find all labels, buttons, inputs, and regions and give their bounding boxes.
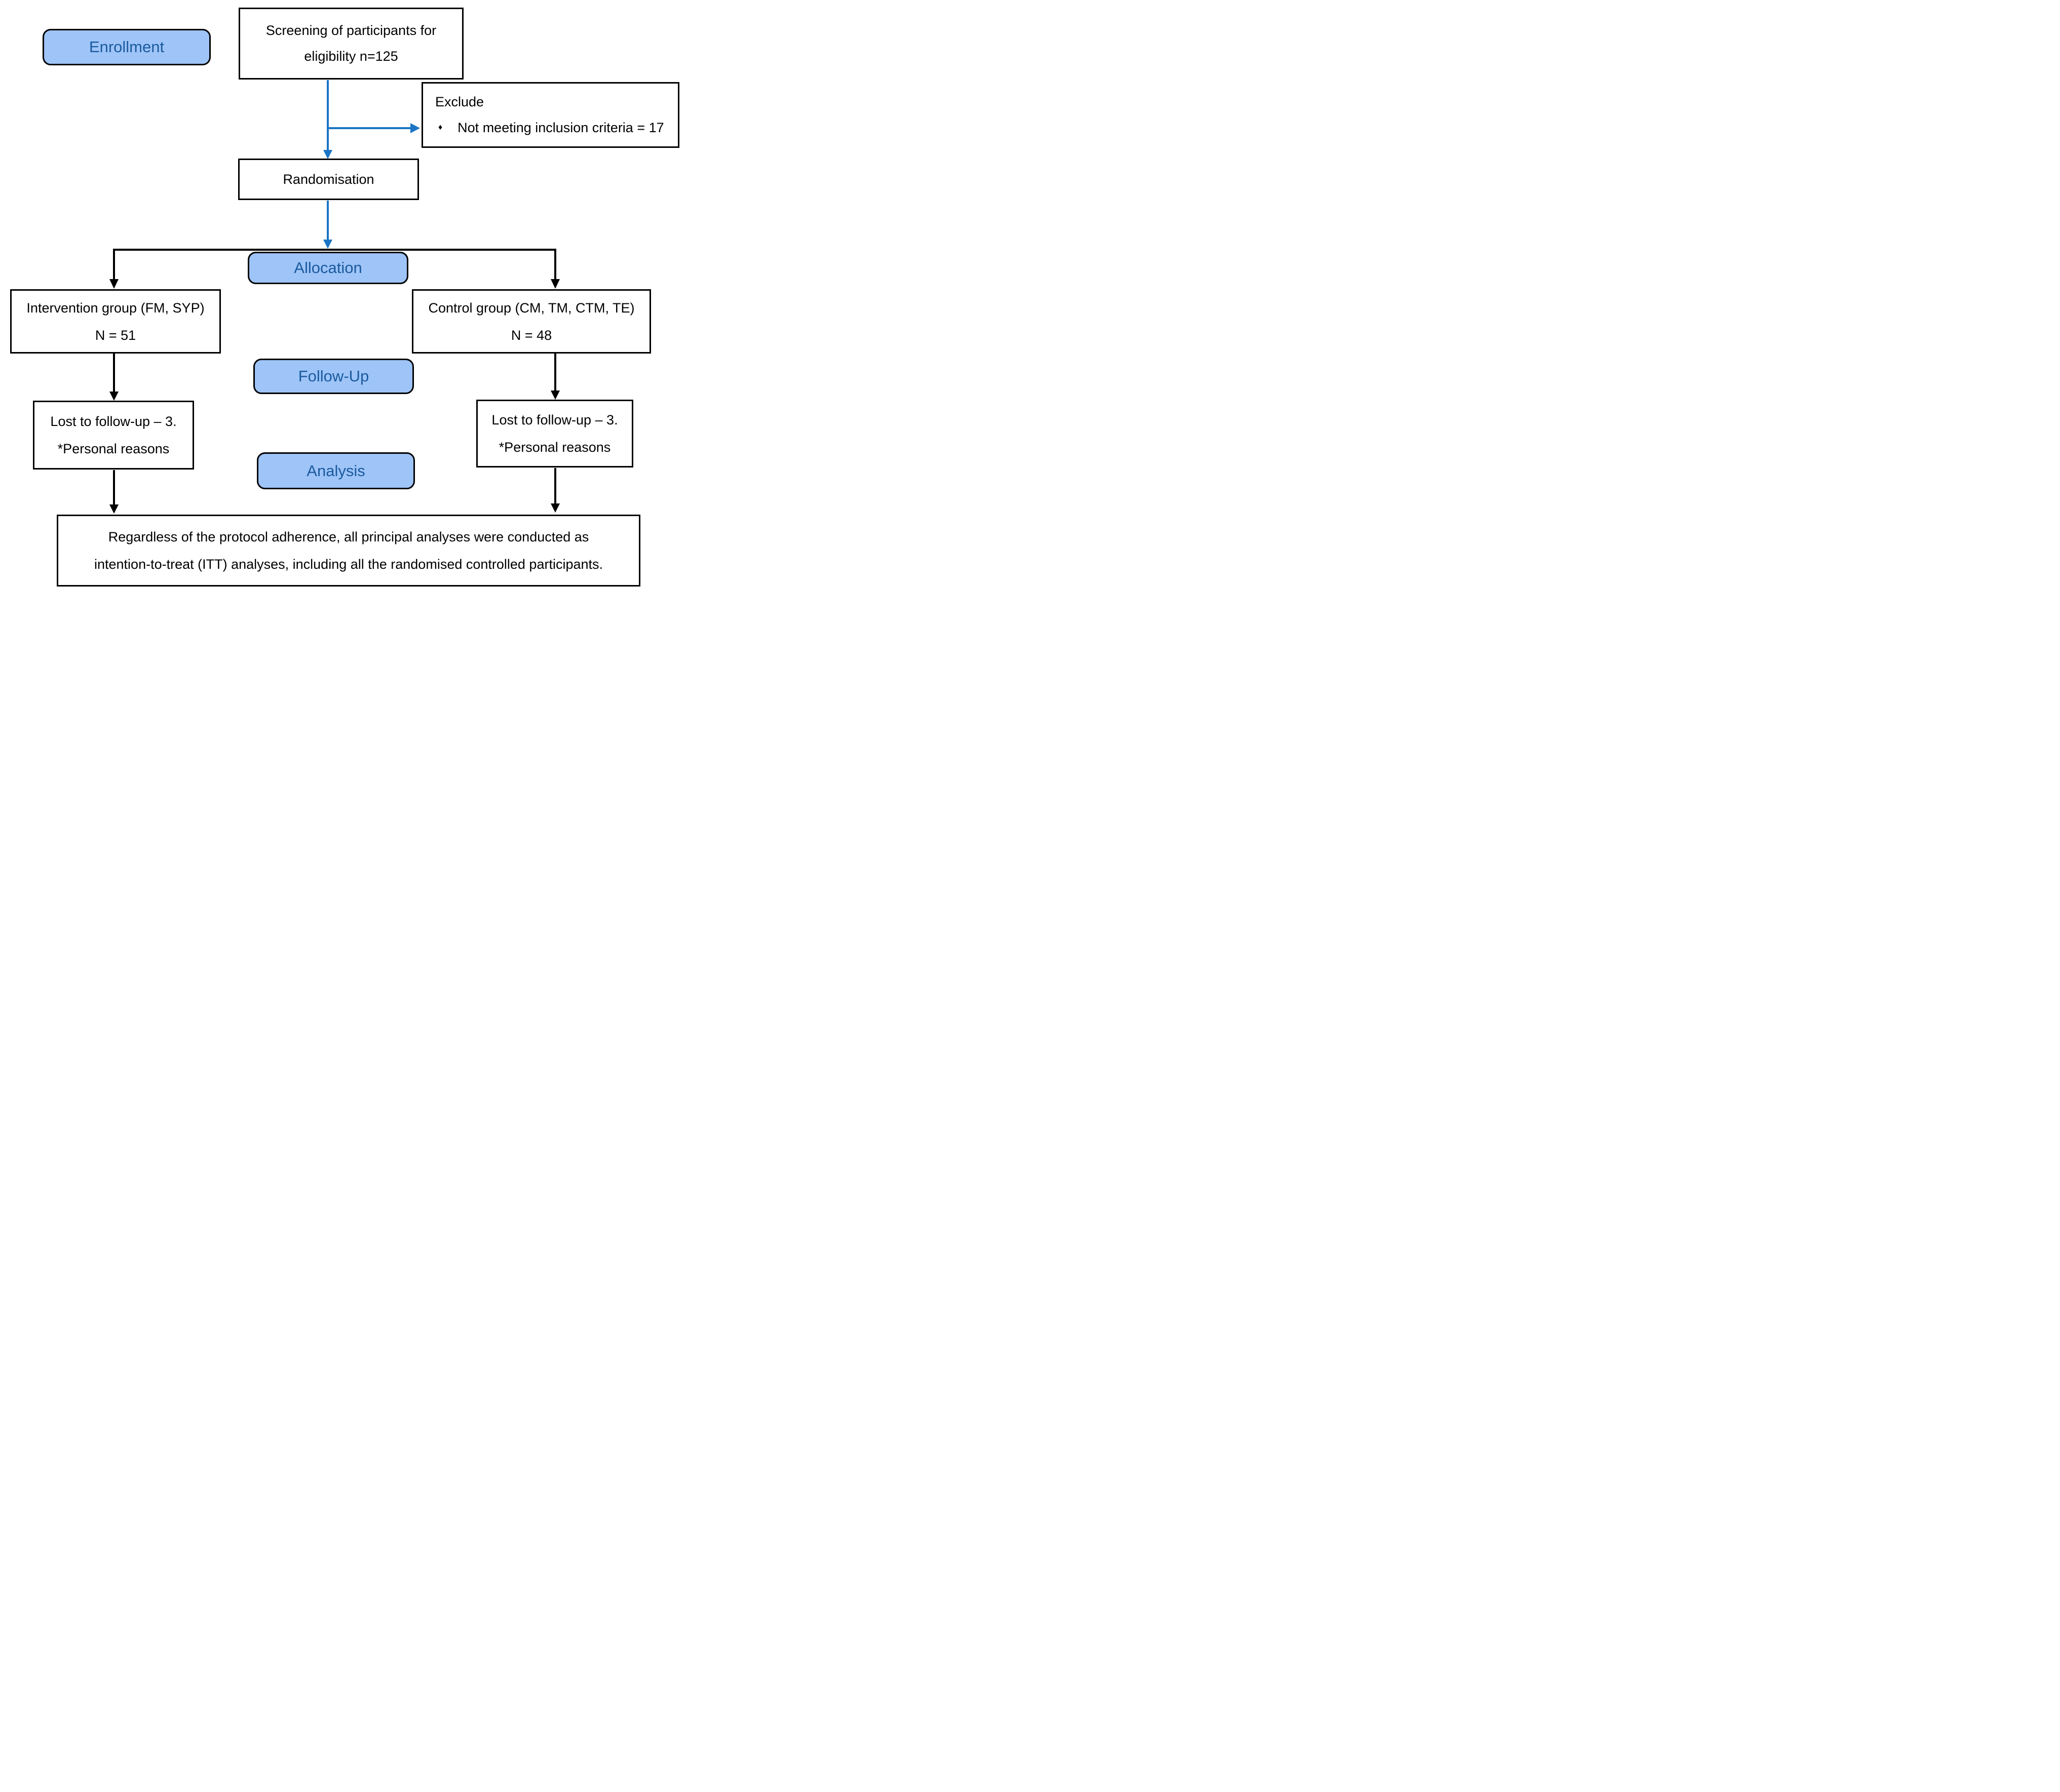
lost-followup-left-box: Lost to follow-up – 3. *Personal reasons bbox=[33, 401, 194, 470]
stage-allocation: Allocation bbox=[248, 252, 408, 284]
lost-followup-right-box: Lost to follow-up – 3. *Personal reasons bbox=[476, 400, 633, 468]
arrow-control-to-lost-right bbox=[551, 354, 560, 400]
intervention-group-box: Intervention group (FM, SYP) N = 51 bbox=[10, 289, 221, 354]
stage-allocation-label: Allocation bbox=[294, 259, 362, 277]
itt-analysis-box: Regardless of the protocol adherence, al… bbox=[57, 515, 640, 587]
stage-enrollment-label: Enrollment bbox=[89, 38, 165, 56]
exclude-title: Exclude bbox=[435, 94, 484, 109]
consort-flow-diagram: Enrollment Allocation Follow-Up Analysis… bbox=[0, 0, 687, 598]
lost-left-line2: *Personal reasons bbox=[57, 441, 170, 456]
lost-right-line2: *Personal reasons bbox=[499, 440, 611, 455]
control-line1: Control group (CM, TM, CTM, TE) bbox=[428, 300, 635, 316]
diamond-bullet-icon: ♦ bbox=[438, 123, 443, 132]
randomisation-box: Randomisation bbox=[238, 159, 419, 200]
intervention-line1: Intervention group (FM, SYP) bbox=[26, 300, 205, 316]
intervention-n: N = 51 bbox=[95, 327, 136, 343]
arrow-lost-right-to-itt bbox=[551, 468, 560, 513]
arrow-branch-to-intervention bbox=[109, 249, 119, 289]
stage-followup-label: Follow-Up bbox=[298, 367, 369, 385]
itt-line1: Regardless of the protocol adherence, al… bbox=[108, 529, 589, 544]
screening-line2: eligibility n=125 bbox=[304, 49, 398, 64]
arrow-branch-to-control bbox=[551, 249, 560, 289]
stage-analysis: Analysis bbox=[257, 452, 415, 489]
stage-enrollment: Enrollment bbox=[43, 29, 211, 65]
control-n: N = 48 bbox=[511, 327, 552, 343]
arrow-lost-left-to-itt bbox=[109, 470, 119, 514]
arrow-randomisation-to-allocation bbox=[323, 201, 332, 249]
stage-followup: Follow-Up bbox=[253, 359, 414, 394]
stage-analysis-label: Analysis bbox=[307, 461, 365, 480]
screening-line1: Screening of participants for bbox=[265, 22, 437, 38]
lost-right-line1: Lost to follow-up – 3. bbox=[491, 412, 618, 427]
control-group-box: Control group (CM, TM, CTM, TE) N = 48 bbox=[412, 289, 651, 354]
connector-layer bbox=[109, 80, 560, 514]
arrow-screening-to-exclude bbox=[327, 123, 420, 133]
randomisation-label: Randomisation bbox=[283, 172, 374, 187]
exclude-item-row: ♦ Not meeting inclusion criteria = 17 bbox=[435, 115, 664, 141]
arrow-intervention-to-lost-left bbox=[109, 354, 119, 401]
screening-box: Screening of participants for eligibilit… bbox=[239, 8, 464, 80]
exclude-item-text: Not meeting inclusion criteria = 17 bbox=[457, 120, 664, 135]
arrow-screening-to-randomisation bbox=[323, 80, 332, 159]
lost-left-line1: Lost to follow-up – 3. bbox=[50, 414, 177, 429]
exclude-box: Exclude ♦ Not meeting inclusion criteria… bbox=[422, 82, 679, 148]
itt-line2: intention-to-treat (ITT) analyses, inclu… bbox=[94, 557, 603, 572]
